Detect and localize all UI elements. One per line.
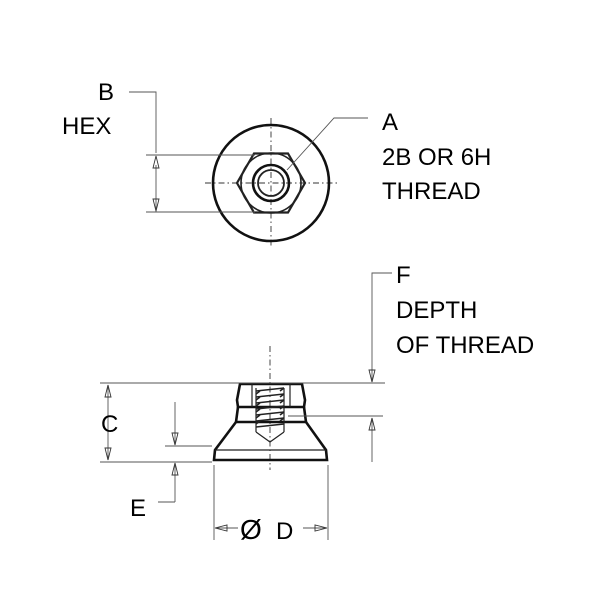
depth-arrow-down: [368, 369, 376, 383]
hex-word: HEX: [62, 113, 111, 140]
hex-letter: B: [98, 79, 114, 106]
height-arrow-top: [104, 384, 112, 398]
depth-letter: F: [396, 262, 411, 289]
diameter-symbol: Ø: [240, 514, 262, 545]
hex-outline: [235, 152, 307, 214]
base-letter: E: [130, 495, 146, 522]
thread-bore-outer: [251, 163, 291, 203]
diameter-letter: D: [276, 518, 293, 545]
top-view: [129, 91, 368, 248]
flange-outer-circle: [211, 123, 331, 243]
base-arrow-up: [171, 462, 179, 476]
depth-line1: DEPTH: [396, 297, 477, 324]
thread-leader-line: [286, 117, 368, 171]
hex-leader-line: [129, 91, 157, 153]
thread-spec: 2B OR 6H: [382, 144, 491, 171]
hex-arrow-top: [152, 155, 160, 169]
diameter-arrow-left: [214, 524, 228, 532]
side-view: [100, 272, 392, 540]
depth-line2: OF THREAD: [396, 332, 534, 359]
depth-arrow-up: [368, 417, 376, 431]
height-arrow-bottom: [104, 447, 112, 461]
thread-word: THREAD: [382, 178, 481, 205]
neck-outline: [234, 406, 308, 423]
hex-chamfer-circle: [240, 152, 302, 214]
depth-leader-line: [371, 272, 392, 382]
thread-letter: A: [382, 109, 398, 136]
diameter-arrow-right: [314, 524, 328, 532]
thread-drill-point: [255, 431, 285, 443]
base-arrow-down: [171, 432, 179, 446]
height-letter: C: [101, 411, 118, 438]
thread-bore-inner: [257, 169, 285, 197]
hex-arrow-bottom: [152, 198, 160, 212]
internal-thread: [255, 387, 285, 443]
